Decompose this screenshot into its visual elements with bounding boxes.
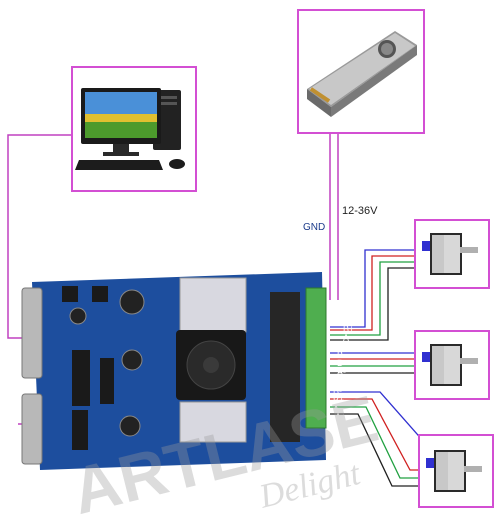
m1-wire-1 (330, 249, 416, 328)
pin-label: A- (337, 367, 346, 377)
pin-label: B+ (333, 395, 345, 405)
pin-label: A+ (339, 375, 351, 385)
stepper-motor-1-frame (414, 219, 490, 289)
power-supply-icon (307, 31, 417, 117)
stepper-motor-3-frame (418, 434, 494, 508)
power-supply-frame (297, 9, 425, 134)
pin-label: B+ (337, 358, 349, 368)
stepper-motor-icon (422, 344, 478, 386)
m1-wire-3 (330, 261, 416, 336)
pc-cable (7, 134, 71, 339)
m3-wire-4 (330, 413, 440, 487)
computer-frame (71, 66, 197, 192)
voltage-label: 12-36V (342, 205, 378, 217)
pc-cable-arrow (22, 333, 30, 343)
gnd-label: GND (303, 222, 326, 233)
pin-label: B- (333, 386, 342, 396)
pin-label: A- (343, 333, 352, 343)
m1-wire-4 (330, 267, 416, 341)
aux-cable-arrow (24, 419, 31, 429)
pin-label: A+ (345, 342, 357, 352)
stepper-motor-icon (422, 233, 478, 275)
pin-label: B- (337, 350, 346, 360)
stepper-motor-icon (426, 450, 482, 492)
pin-label: B+ (343, 324, 355, 334)
pin-label: B- (343, 315, 352, 325)
pin-label: A+ (335, 412, 347, 422)
stepper-motor-2-frame (414, 330, 490, 400)
m1-wire-2 (330, 255, 416, 331)
computer-icon (75, 88, 185, 170)
pin-label: A- (333, 404, 342, 414)
